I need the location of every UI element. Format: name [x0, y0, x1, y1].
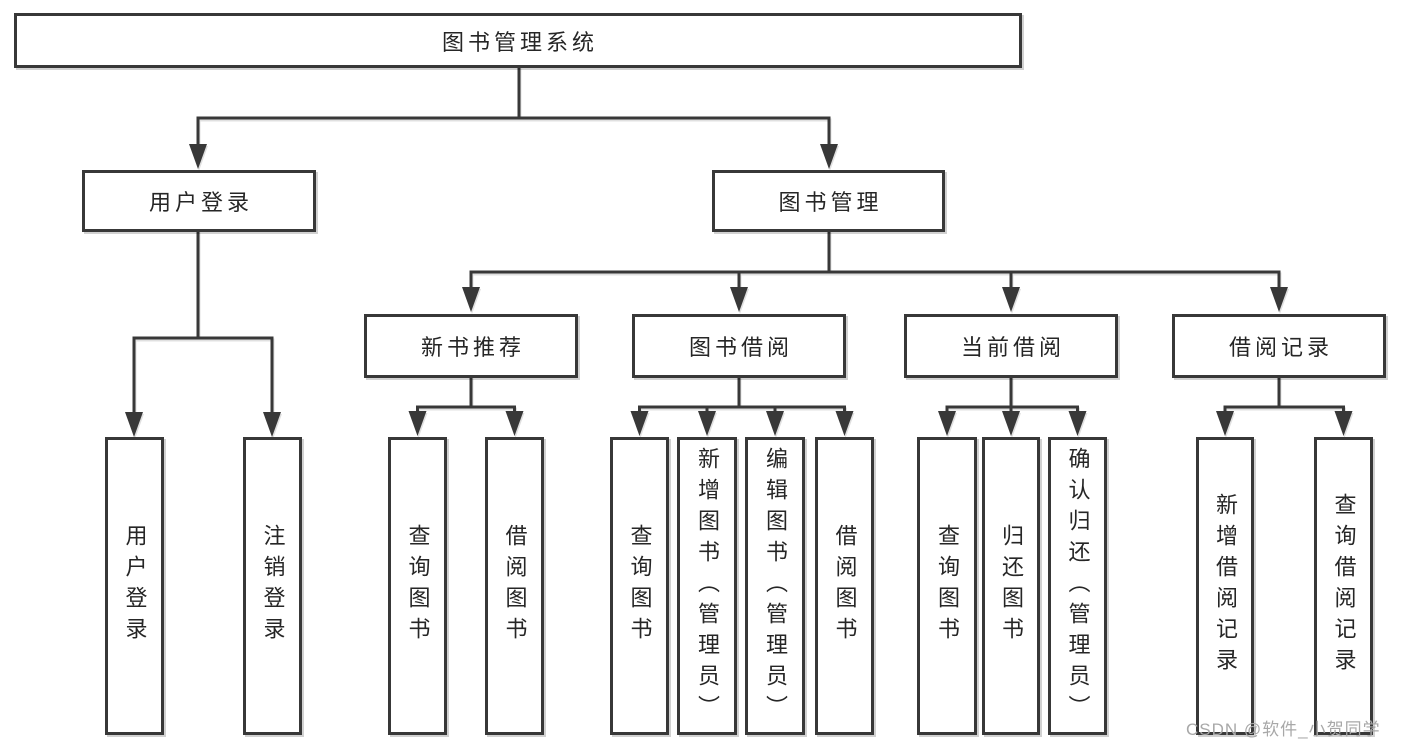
leaf-confirm-return-admin: 确认归还（管理员） [1048, 437, 1107, 735]
leaf-current-query-books: 查询图书 [917, 437, 977, 735]
node-borrow-records: 借阅记录 [1172, 314, 1386, 378]
node-borrow-records-label: 借阅记录 [1228, 335, 1333, 360]
node-user-login: 用户登录 [82, 170, 316, 232]
leaf-edit-books-admin: 编辑图书（管理员） [745, 437, 805, 735]
leaf-borrow-books: 借阅图书 [815, 437, 874, 735]
leaf-add-books-admin-label: 新增图书（管理员） [695, 446, 720, 726]
leaf-add-borrow-record: 新增借阅记录 [1196, 437, 1254, 735]
leaf-recommend-query-books: 查询图书 [388, 437, 447, 735]
node-library-system-label: 图书管理系统 [441, 29, 598, 55]
node-current-borrow-label: 当前借阅 [960, 335, 1065, 360]
leaf-edit-books-admin-label: 编辑图书（管理员） [763, 446, 788, 726]
leaf-logout: 注销登录 [243, 437, 302, 735]
node-user-login-label: 用户登录 [148, 190, 253, 215]
node-book-borrow-label: 图书借阅 [688, 335, 793, 360]
leaf-current-query-books-label: 查询图书 [935, 524, 960, 648]
leaf-return-books: 归还图书 [982, 437, 1040, 735]
leaf-recommend-borrow-books-label: 借阅图书 [502, 524, 528, 648]
leaf-borrow-query-books: 查询图书 [610, 437, 669, 735]
node-new-book-recommend: 新书推荐 [364, 314, 578, 378]
node-library-system: 图书管理系统 [14, 13, 1022, 68]
node-current-borrow: 当前借阅 [904, 314, 1118, 378]
leaf-logout-label: 注销登录 [260, 524, 286, 648]
leaf-return-books-label: 归还图书 [999, 524, 1024, 648]
csdn-watermark: CSDN @软件_小贺同学 [1186, 720, 1381, 739]
leaf-query-borrow-record-label: 查询借阅记录 [1331, 493, 1357, 679]
leaf-borrow-books-label: 借阅图书 [832, 524, 858, 648]
arrowheads [125, 144, 1353, 437]
leaf-add-books-admin: 新增图书（管理员） [677, 437, 737, 735]
node-book-management: 图书管理 [712, 170, 945, 232]
leaf-user-login: 用户登录 [105, 437, 164, 735]
leaf-borrow-query-books-label: 查询图书 [627, 524, 653, 648]
leaf-confirm-return-admin-label: 确认归还（管理员） [1065, 446, 1091, 726]
leaf-user-login-label: 用户登录 [122, 524, 148, 648]
leaf-add-borrow-record-label: 新增借阅记录 [1213, 493, 1238, 679]
leaf-query-borrow-record: 查询借阅记录 [1314, 437, 1373, 735]
node-book-borrow: 图书借阅 [632, 314, 846, 378]
node-new-book-recommend-label: 新书推荐 [420, 335, 525, 360]
node-book-management-label: 图书管理 [778, 190, 883, 215]
leaf-recommend-query-books-label: 查询图书 [405, 524, 431, 648]
leaf-recommend-borrow-books: 借阅图书 [485, 437, 544, 735]
